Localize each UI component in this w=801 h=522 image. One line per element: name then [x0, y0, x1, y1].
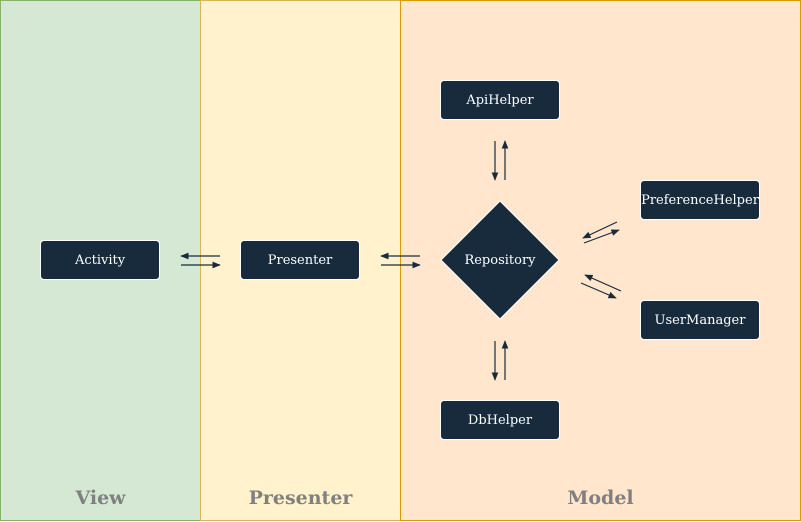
model-lane-title: Model [567, 487, 634, 509]
presenter-lane: Presenter [200, 0, 401, 521]
view-lane-title: View [75, 487, 126, 509]
user-manager-node[interactable]: UserManager [640, 300, 760, 340]
presenter-node[interactable]: Presenter [240, 240, 360, 280]
arrow-usermanager-to-repository [584, 274, 622, 292]
api-helper-node[interactable]: ApiHelper [440, 80, 560, 120]
activity-node[interactable]: Activity [40, 240, 160, 280]
repository-label: Repository [464, 252, 536, 268]
preference-helper-node[interactable]: PreferenceHelper [640, 180, 760, 220]
db-helper-node[interactable]: DbHelper [440, 400, 560, 440]
repository-diamond[interactable] [440, 200, 560, 320]
arrow-repository-to-preference [583, 229, 620, 244]
arrow-repository-to-usermanager [580, 282, 617, 299]
presenter-lane-title: Presenter [248, 487, 353, 509]
arrow-preference-to-repository [582, 221, 618, 239]
